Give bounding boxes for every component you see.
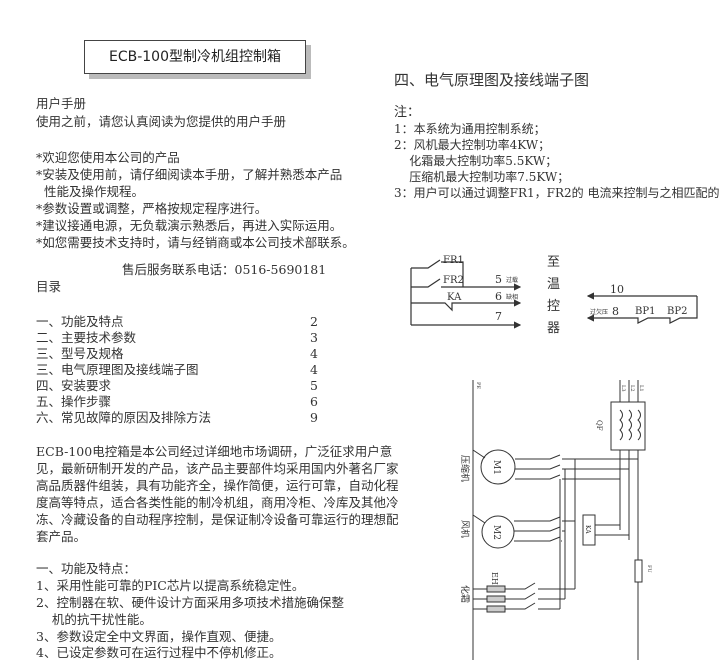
spec-note: 压缩机最大控制功率7.5KW； — [394, 170, 570, 184]
toc-page: 2 — [310, 314, 318, 329]
intro-line: 度高等特点，适合各类性能的制冷机组，商用冷柜、冷库及其他冷 — [36, 495, 399, 510]
toc-item: 三、电气原理图及接线端子图 — [36, 362, 199, 377]
l1-label: L1 — [638, 385, 644, 392]
controller-label: 器 — [547, 321, 560, 336]
terminal-10: 10 — [610, 283, 624, 296]
fan-label: 风机 — [459, 520, 471, 538]
m1-label: M1 — [491, 460, 501, 475]
pe-label: PE — [475, 382, 481, 389]
toc-item: 二、主要技术参数 — [36, 330, 137, 345]
toc-item: 三、型号及规格 — [36, 346, 124, 361]
fr2-label: FR2 — [443, 275, 464, 286]
terminal-wiring-diagram — [410, 259, 698, 329]
l2-label: L2 — [629, 385, 635, 392]
toc-page: 4 — [310, 362, 318, 377]
terminal-6-label: 缺相 — [506, 293, 518, 301]
note-line: *如您需要技术支持时，请与经销商或本公司技术部联系。 — [36, 235, 355, 250]
manual-subtitle: 使用之前，请您认真阅读为您提供的用户手册 — [36, 114, 287, 129]
electrical-schematic — [472, 380, 646, 660]
fu-label: FU — [646, 565, 652, 573]
intro-line: 高品质器件组装，具有功能齐全，操作简便，运行可靠，自动化程 — [36, 478, 399, 493]
terminal-8: 8 — [612, 305, 619, 318]
terminal-6: 6 — [495, 290, 502, 303]
eh-label: EH — [490, 572, 499, 585]
terminal-8-label: 过欠压 — [590, 308, 608, 316]
feature-item: 1、采用性能可靠的PIC芯片以提高系统稳定性。 — [36, 578, 305, 593]
controller-label: 控 — [547, 299, 560, 314]
toc-page: 5 — [310, 378, 318, 393]
defrost-label: 化霜 — [459, 585, 471, 603]
terminal-5: 5 — [495, 273, 502, 286]
intro-line: 见，最新研制开发的产品，该产品主要部件均采用国内外著名厂家 — [36, 461, 399, 476]
spec-note: 化霜最大控制功率5.5KW； — [394, 154, 558, 168]
note-line: *安装及使用前，请仔细阅读本手册，了解并熟悉本产品 — [36, 167, 343, 182]
features-heading: 一、功能及特点： — [36, 561, 137, 576]
feature-item: 2、控制器在软、硬件设计方面采用多项技术措施确保整 — [36, 595, 344, 610]
feature-item: 机的抗干扰性能。 — [36, 612, 152, 627]
controller-label: 温 — [547, 277, 560, 292]
manual-heading: 用户手册 — [36, 96, 87, 111]
service-phone: 售后服务联系电话：0516-5690181 — [122, 262, 327, 277]
note-line: *欢迎您使用本公司的产品 — [36, 150, 180, 165]
toc-page: 3 — [310, 330, 318, 345]
spec-note: 2：风机最大控制功率4KW； — [394, 138, 551, 152]
note-line: *建议接通电源，无负载演示熟悉后，再进入实际运用。 — [36, 218, 343, 233]
spec-note: 1：本系统为通用控制系统； — [394, 122, 546, 136]
toc-page: 9 — [310, 410, 318, 425]
l3-label: L3 — [620, 385, 626, 392]
toc-page: 4 — [310, 346, 318, 361]
m2-label: M2 — [491, 525, 501, 540]
note-line: 性能及操作规程。 — [36, 184, 144, 199]
note-line: *参数设置或调整，严格按规定程序进行。 — [36, 201, 268, 216]
spec-note: 3：用户可以通过调整FR1，FR2的 电流来控制与之相匹配的风机压缩机。 — [394, 186, 720, 200]
feature-item: 4、已设定参数可在运行过程中不停机修正。 — [36, 645, 282, 660]
intro-line: 套产品。 — [36, 529, 87, 544]
section-heading: 四、电气原理图及接线端子图 — [394, 71, 590, 89]
toc-item: 五、操作步骤 — [36, 394, 112, 409]
controller-label: 至 — [547, 255, 560, 270]
compressor-label: 压缩机 — [459, 455, 471, 482]
terminal-5-label: 过载 — [506, 276, 518, 284]
feature-item: 3、参数设定全中文界面，操作直观、便捷。 — [36, 629, 282, 644]
toc-item: 六、常见故障的原因及排除方法 — [36, 410, 212, 425]
note-heading: 注： — [394, 105, 421, 120]
ka-relay — [582, 514, 596, 546]
ka-label: KA — [447, 292, 462, 303]
toc-item: 四、安装要求 — [36, 378, 112, 393]
bp1-label: BP1 — [635, 306, 655, 317]
document-title: ECB-100型制冷机组控制箱 — [84, 40, 306, 74]
fr1-label: FR1 — [443, 255, 464, 266]
toc-heading: 目录 — [36, 279, 62, 294]
toc-item: 一、功能及特点 — [36, 314, 124, 329]
ka-label: KA — [584, 525, 591, 534]
terminal-7: 7 — [495, 310, 502, 323]
toc-page: 6 — [310, 394, 318, 409]
qf-label: QF — [595, 420, 603, 431]
intro-line: ECB-100电控箱是本公司经过详细地市场调研，广泛征求用户意 — [36, 444, 393, 459]
intro-line: 冻、冷藏设备的自动程序控制，是保证制冷设备可靠运行的理想配 — [36, 512, 399, 527]
bp2-label: BP2 — [667, 306, 687, 317]
